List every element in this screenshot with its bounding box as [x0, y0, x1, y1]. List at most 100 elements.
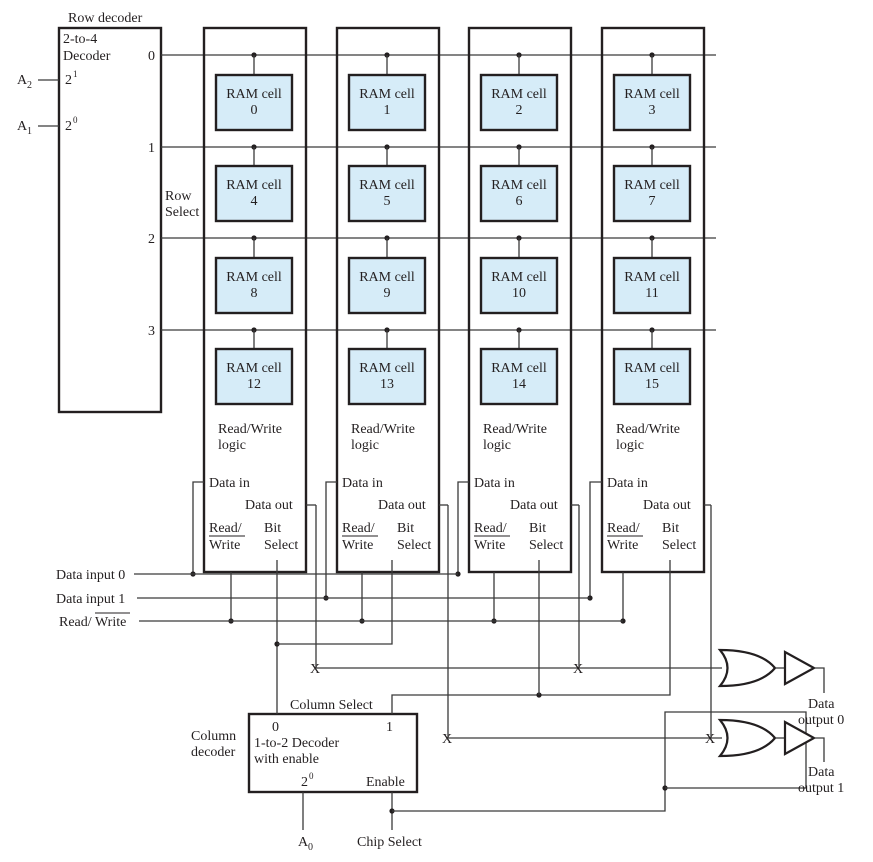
read-label: Read/ [209, 521, 242, 536]
column-decoder-type-2: with enable [254, 752, 319, 767]
output-wiring: X X X X [310, 505, 722, 747]
data-input-0-label: Data input 0 [56, 568, 125, 583]
ram-cell-number: 4 [251, 194, 258, 209]
column-decoder-type-1: 1-to-2 Decoder [254, 736, 339, 751]
row-decoder-type-2: Decoder [63, 49, 111, 64]
bit-label: Bit [264, 521, 281, 536]
data-out-label: Data out [378, 498, 426, 513]
svg-text:0: 0 [308, 842, 313, 853]
rw-logic-label: Read/Write [483, 422, 547, 437]
rw-logic-label: logic [218, 438, 246, 453]
read-label: Read/ [342, 521, 375, 536]
data-in-label: Data in [607, 476, 648, 491]
cross-mark: X [705, 732, 715, 747]
ram-cell-label: RAM cell [226, 270, 282, 285]
ram-cell-label: RAM cell [226, 361, 282, 376]
svg-text:0: 0 [73, 115, 78, 125]
svg-text:0: 0 [309, 771, 314, 781]
column-decoder-out-0: 0 [272, 720, 279, 735]
write-label: Write [474, 538, 505, 553]
tristate-buffer-1 [783, 720, 817, 756]
rw-logic-label: Read/Write [351, 422, 415, 437]
ram-cell-label: RAM cell [491, 87, 547, 102]
a0-label: A [298, 835, 309, 850]
row-out-2: 2 [148, 232, 155, 247]
data-in-label: Data in [209, 476, 250, 491]
ram-cell-number: 14 [512, 377, 526, 392]
svg-text:A: A [17, 119, 28, 134]
data-out-label: Data out [643, 498, 691, 513]
rw-logic-label: logic [616, 438, 644, 453]
data-out-label: Data out [510, 498, 558, 513]
row-out-3: 3 [148, 324, 155, 339]
cross-mark: X [310, 662, 320, 677]
column-box [600, 26, 706, 574]
ram-cell-label: RAM cell [359, 178, 415, 193]
column-decoder-out-1: 1 [386, 720, 393, 735]
data-in-label: Data in [474, 476, 515, 491]
write-label: Write [342, 538, 373, 553]
row-decoder-input-a1: A 1 2 0 [17, 115, 78, 137]
write-label: Write [607, 538, 638, 553]
or-gate-0 [717, 648, 777, 688]
ram-cell-number: 10 [512, 286, 526, 301]
ram-cell-number: 2 [516, 103, 523, 118]
ram-cell-label: RAM cell [491, 178, 547, 193]
read-write-label: Read/ Write [59, 612, 130, 630]
ram-cell-number: 11 [645, 286, 658, 301]
input-bus: Data input 0 Data input 1 Read/ Write [56, 568, 623, 630]
data-input-1-label: Data input 1 [56, 592, 125, 607]
svg-text:Read/: Read/ [59, 615, 92, 630]
ram-cell-label: RAM cell [491, 270, 547, 285]
row-out-1: 1 [148, 141, 155, 156]
column-box [335, 26, 441, 574]
ram-cell-number: 3 [649, 103, 656, 118]
ram-cell-label: RAM cell [491, 361, 547, 376]
cross-mark: X [442, 732, 452, 747]
data-in-label: Data in [342, 476, 383, 491]
data-output-0-label-2: output 0 [798, 713, 844, 728]
write-label: Write [209, 538, 240, 553]
ram-cell-number: 1 [384, 103, 391, 118]
row-decoder: Row decoder 2-to-4 Decoder A 2 2 1 A 1 2… [17, 11, 163, 414]
svg-text:1: 1 [73, 69, 78, 79]
column-box [467, 26, 573, 574]
ram-cell-number: 9 [384, 286, 391, 301]
select-label: Select [397, 538, 431, 553]
data-output-1-label-1: Data [808, 765, 835, 780]
column-decoder: Column decoder 0 1 1-to-2 Decoder with e… [191, 560, 807, 853]
ram-cell-number: 12 [247, 377, 261, 392]
ram-cell-label: RAM cell [359, 361, 415, 376]
rw-logic-label: Read/Write [218, 422, 282, 437]
svg-text:Write: Write [95, 615, 126, 630]
select-label: Select [662, 538, 696, 553]
ram-cell-label: RAM cell [624, 87, 680, 102]
row-decoder-type-1: 2-to-4 [63, 32, 97, 47]
cross-mark: X [573, 662, 583, 677]
data-output-1-label-2: output 1 [798, 781, 844, 796]
bit-label: Bit [662, 521, 679, 536]
row-select-label-1: Row [165, 189, 192, 204]
ram-cell-number: 7 [649, 194, 656, 209]
tristate-buffer-0 [783, 650, 817, 686]
ram-cell-label: RAM cell [359, 87, 415, 102]
bit-label: Bit [529, 521, 546, 536]
bit-label: Bit [397, 521, 414, 536]
row-decoder-box [57, 26, 163, 414]
or-gate-1 [717, 718, 777, 758]
rw-logic-label: Read/Write [616, 422, 680, 437]
ram-cell-label: RAM cell [226, 178, 282, 193]
